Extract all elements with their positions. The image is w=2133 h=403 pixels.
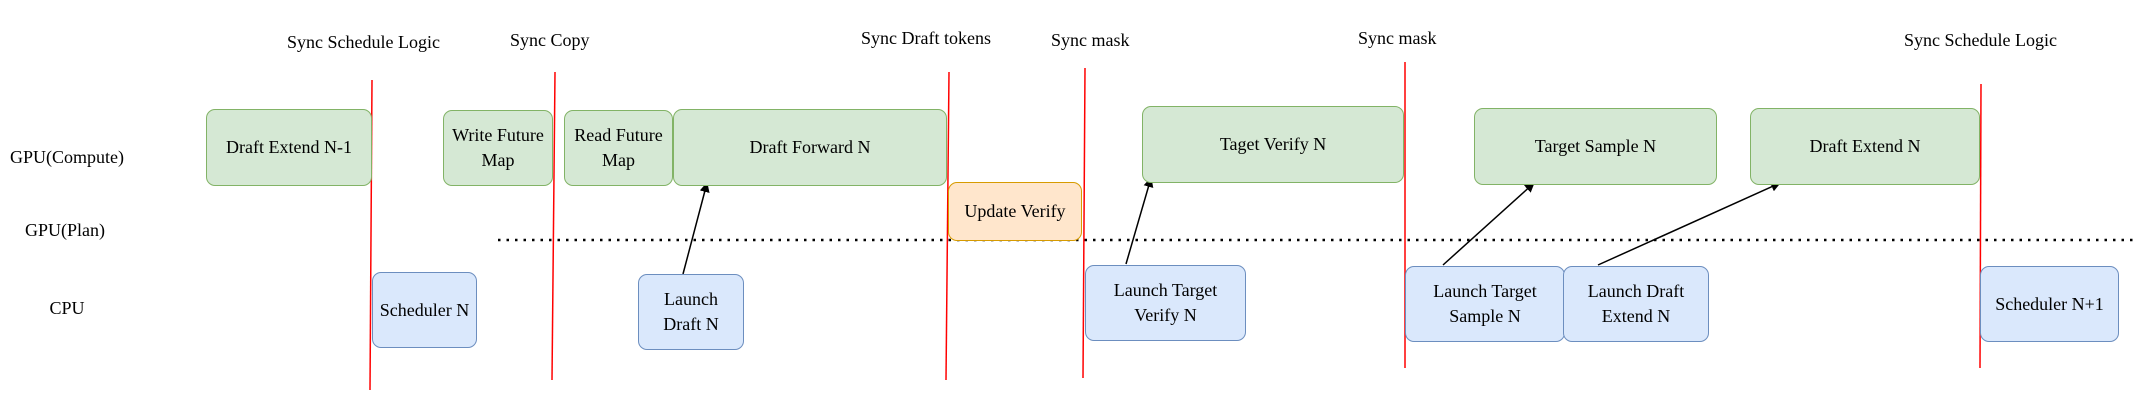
sync-line-copy bbox=[551, 71, 556, 381]
sync-label-mask-2: Sync mask bbox=[1358, 28, 1437, 48]
target-sample-box: Target Sample N bbox=[1474, 108, 1717, 185]
row-label-cpu: CPU bbox=[49, 298, 85, 318]
arrow-launch-sample-to-target-sample bbox=[1442, 182, 1535, 266]
draft-extend-prev-box: Draft Extend N-1 bbox=[206, 109, 372, 186]
sync-line-mask-1 bbox=[1082, 67, 1086, 379]
sync-label-schedule-logic-2: Sync Schedule Logic bbox=[1904, 30, 2057, 50]
sync-label-copy: Sync Copy bbox=[510, 30, 590, 50]
arrow-launch-draft-to-draft-forward bbox=[682, 182, 710, 275]
target-verify-box: Taget Verify N bbox=[1142, 106, 1404, 183]
row-label-gpu-compute: GPU(Compute) bbox=[10, 147, 124, 167]
scheduler-n-box: Scheduler N bbox=[372, 272, 477, 348]
write-future-map-box: Write Future Map bbox=[443, 110, 553, 186]
arrow-launch-verify-to-target-verify bbox=[1125, 177, 1154, 265]
sync-label-mask-1: Sync mask bbox=[1051, 30, 1130, 50]
draft-forward-box: Draft Forward N bbox=[673, 109, 947, 186]
launch-target-verify-box: Launch Target Verify N bbox=[1085, 265, 1246, 341]
read-future-map-box: Read Future Map bbox=[564, 110, 673, 186]
scheduler-n1-box: Scheduler N+1 bbox=[1980, 266, 2119, 342]
arrow-launch-extend-to-draft-extend bbox=[1597, 182, 1781, 266]
row-label-gpu-plan: GPU(Plan) bbox=[25, 220, 105, 240]
sync-label-schedule-logic-1: Sync Schedule Logic bbox=[287, 32, 440, 52]
launch-target-sample-box: Launch Target Sample N bbox=[1405, 266, 1565, 342]
draft-extend-box: Draft Extend N bbox=[1750, 108, 1980, 185]
update-verify-box: Update Verify bbox=[948, 182, 1082, 241]
sync-label-draft-tokens: Sync Draft tokens bbox=[861, 28, 991, 48]
sync-line-draft-tokens bbox=[945, 71, 950, 381]
launch-draft-extend-box: Launch Draft Extend N bbox=[1563, 266, 1709, 342]
launch-draft-box: Launch Draft N bbox=[638, 274, 744, 350]
